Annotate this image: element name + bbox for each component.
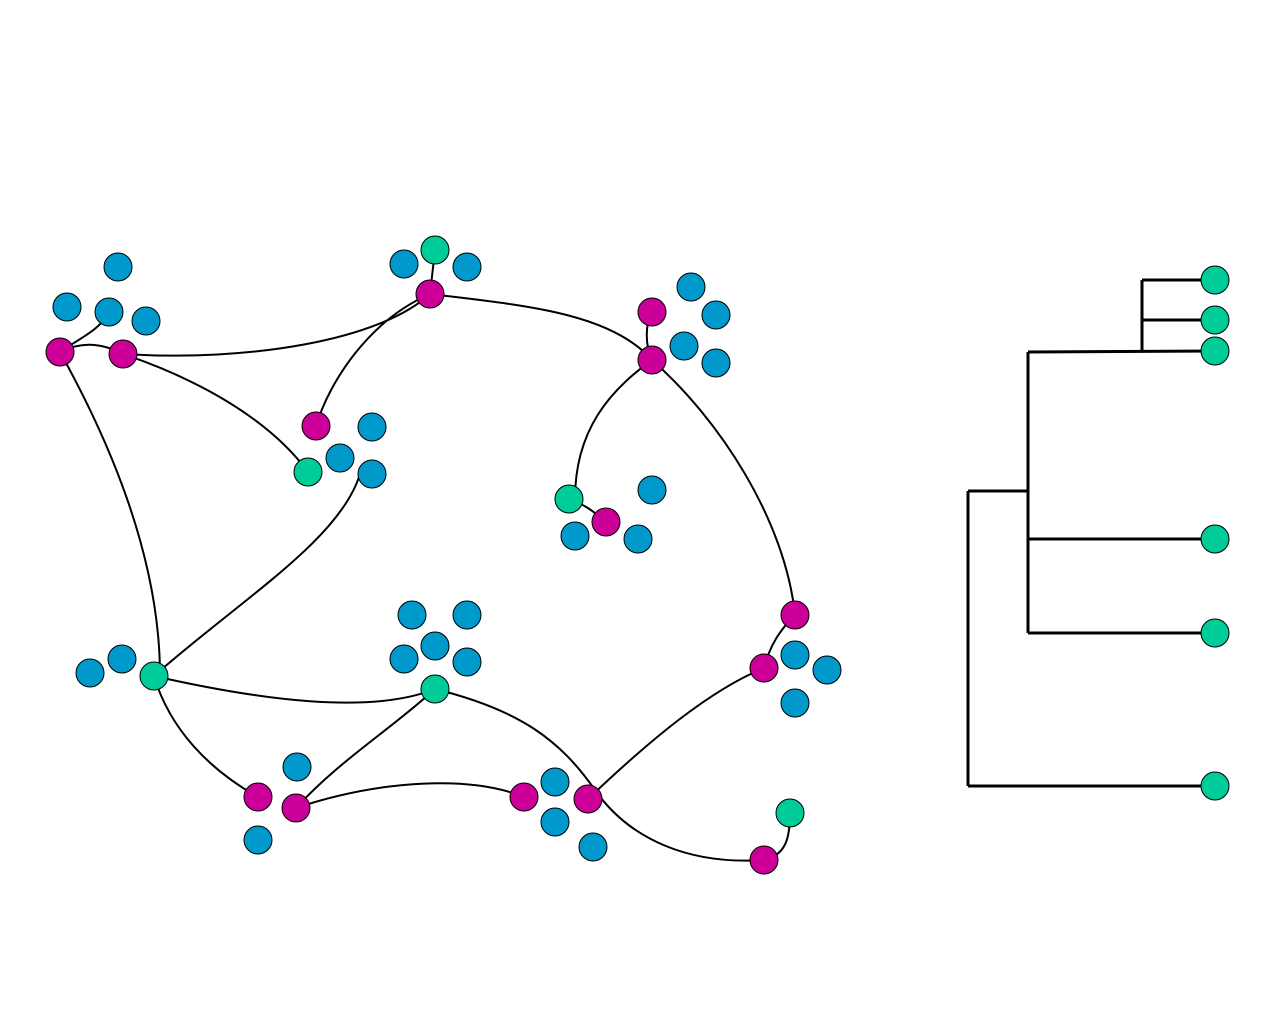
magenta-node-m6: [301, 411, 331, 441]
blue-node-b18: [107, 644, 137, 674]
blue-node-b7: [676, 272, 706, 302]
dendrogram-branches: [966, 278, 1216, 788]
magenta-node-m13: [749, 653, 779, 683]
blue-node-b8: [701, 300, 731, 330]
dendrogram-leaves: [1200, 265, 1230, 801]
blue-node-b25: [243, 825, 273, 855]
blue-node-b30: [812, 655, 842, 685]
blue-node-b20: [452, 600, 482, 630]
blue-node-b12: [325, 443, 355, 473]
green-node-g5: [420, 674, 450, 704]
blue-node-b14: [637, 475, 667, 505]
edge-g5-m9: [295, 688, 436, 809]
blue-node-b26: [578, 832, 608, 862]
blue-node-b17: [75, 658, 105, 688]
dendrogram-leaf-2: [1200, 305, 1230, 335]
blue-node-b13: [357, 459, 387, 489]
edge-m11-m13: [587, 667, 765, 800]
edge-m9-m10: [295, 782, 525, 809]
dendrogram-branch-4: [1027, 349, 1216, 354]
network-nodes: [45, 235, 842, 875]
magenta-node-m8: [243, 782, 273, 812]
blue-node-b15: [560, 521, 590, 551]
magenta-node-m3: [415, 279, 445, 309]
dendrogram-leaf-5: [1200, 618, 1230, 648]
blue-node-b23: [452, 647, 482, 677]
blue-node-b9: [669, 331, 699, 361]
edge-m2-m3: [122, 293, 431, 357]
dendrogram-leaf-3: [1200, 336, 1230, 366]
edge-m2-g2: [122, 353, 309, 473]
blue-node-b31: [780, 688, 810, 718]
magenta-node-m1: [45, 337, 75, 367]
blue-node-b6: [452, 252, 482, 282]
edge-b13-g4: [153, 473, 361, 677]
dendrogram-leaf-6: [1200, 771, 1230, 801]
edge-g4-g5: [153, 675, 436, 704]
blue-node-b4: [131, 306, 161, 336]
blue-node-b28: [540, 807, 570, 837]
green-node-g2: [293, 457, 323, 487]
magenta-node-m4: [637, 297, 667, 327]
green-node-g3: [554, 484, 584, 514]
magenta-node-m2: [108, 339, 138, 369]
magenta-node-m12: [780, 600, 810, 630]
blue-node-b24: [282, 752, 312, 782]
dendrogram-leaf-4: [1200, 524, 1230, 554]
magenta-node-m9: [281, 793, 311, 823]
blue-node-b29: [780, 640, 810, 670]
dendrogram-leaf-1: [1200, 265, 1230, 295]
edge-m1-g4: [59, 351, 161, 677]
blue-node-b22: [389, 644, 419, 674]
edge-m5-m12: [651, 359, 796, 616]
blue-node-b21: [420, 631, 450, 661]
magenta-node-m10: [509, 782, 539, 812]
blue-node-b5: [389, 249, 419, 279]
blue-node-b10: [701, 348, 731, 378]
blue-node-b11: [357, 412, 387, 442]
edge-m3-m5: [429, 293, 653, 361]
magenta-node-m5: [637, 345, 667, 375]
blue-node-b19: [397, 600, 427, 630]
green-node-g1: [420, 235, 450, 265]
edge-m3-m6: [315, 293, 431, 427]
blue-node-b27: [540, 767, 570, 797]
blue-node-b3: [94, 297, 124, 327]
blue-node-b1: [103, 252, 133, 282]
magenta-node-m11: [573, 784, 603, 814]
magenta-node-m14: [749, 845, 779, 875]
edge-m5-g3: [574, 359, 653, 500]
blue-node-b2: [52, 292, 82, 322]
edge-g4-m8: [153, 675, 259, 798]
green-node-g6: [775, 798, 805, 828]
magenta-node-m7: [591, 507, 621, 537]
blue-node-b16: [623, 524, 653, 554]
green-node-g4: [139, 661, 169, 691]
